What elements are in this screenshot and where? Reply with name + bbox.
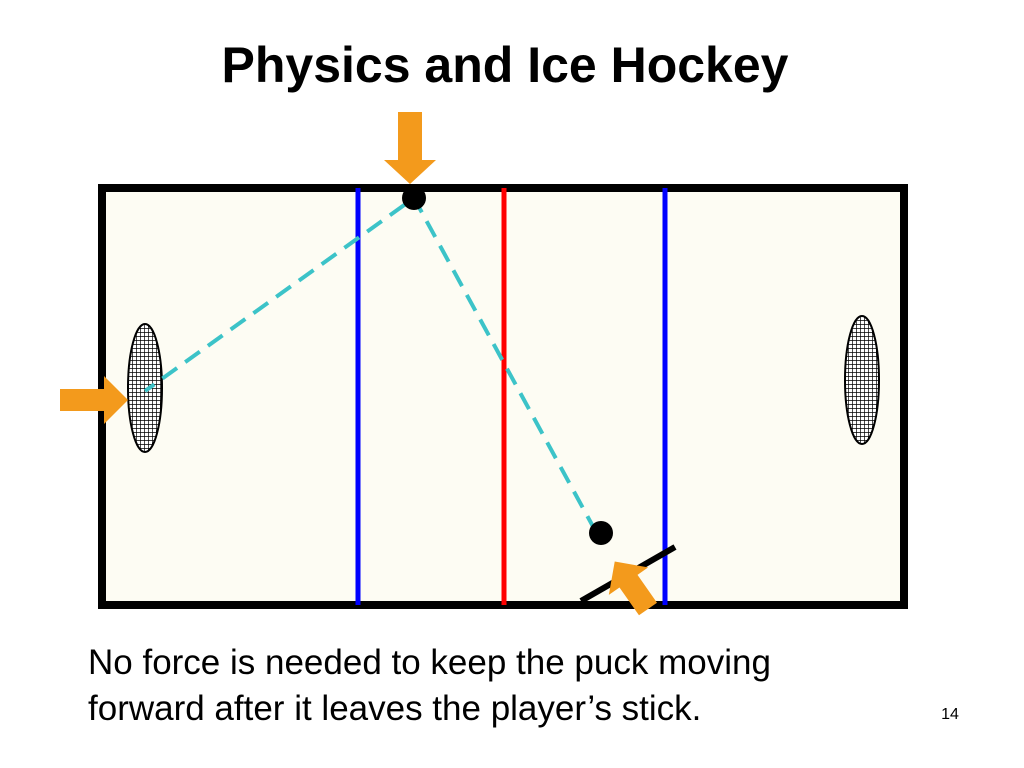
arrow-right-icon [60,376,128,424]
caption: No force is needed to keep the puck movi… [88,640,908,732]
hockey-goal-net-icon [127,323,163,453]
caption-line-2: forward after it leaves the player’s sti… [88,689,702,728]
arrow-up-left-icon [608,561,658,616]
hockey-goal-net-icon [844,315,880,445]
puck-start [589,521,613,545]
puck-at-boards [402,186,426,210]
slide-title: Physics and Ice Hockey [221,37,789,93]
page-number: 14 [941,706,959,723]
caption-line-1: No force is needed to keep the puck movi… [88,643,771,682]
arrow-down-icon [384,112,436,184]
